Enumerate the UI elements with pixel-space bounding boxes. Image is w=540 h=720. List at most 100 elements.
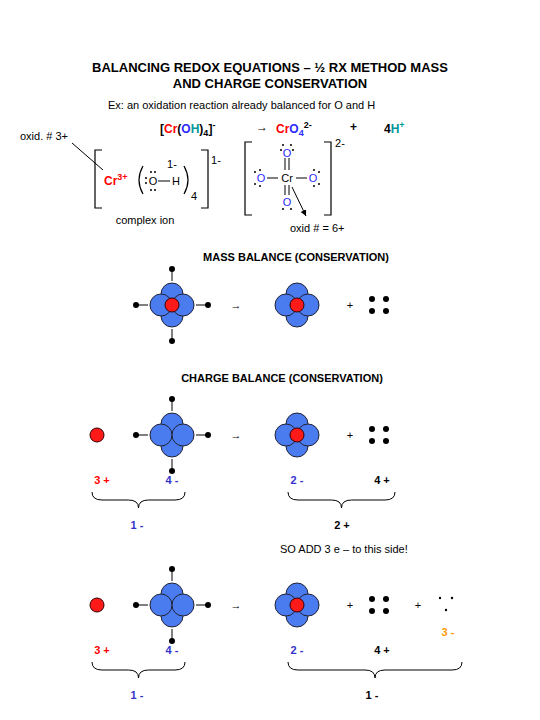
atom-models [90, 266, 462, 678]
formula-part: O [181, 122, 190, 136]
plus-sign: + [350, 120, 357, 134]
charge: 3 + [94, 474, 110, 486]
electron [451, 597, 453, 599]
chromium-atom [90, 428, 104, 442]
oxidation-number: oxid. # 3+ [20, 130, 68, 142]
formula-part: - [212, 120, 215, 130]
atom-symbol: O [283, 147, 292, 159]
formula-part: [ [160, 122, 164, 136]
hydrogen-ion [383, 596, 389, 602]
hydrogen-ion [383, 308, 389, 314]
atom-symbol: O [283, 196, 292, 208]
product-formula: 4H+ [384, 120, 405, 136]
atom-symbol: O [257, 172, 266, 184]
hydrogen-atom [205, 602, 211, 608]
charge: 2 - [291, 474, 304, 486]
oxygen-atom [150, 594, 172, 616]
hydrogen-ion [383, 296, 389, 302]
formula-part: Cr [164, 122, 177, 136]
hydrogen-ion [369, 308, 375, 314]
hydrogen-ion [369, 296, 375, 302]
brace [288, 492, 395, 508]
brace [92, 492, 185, 508]
chromium-atom [165, 298, 179, 312]
charge: 1- [167, 158, 177, 170]
atom-symbol: O [309, 172, 318, 184]
hydrogen-atom [133, 302, 139, 308]
chromium-ion: Cr3+ [104, 172, 128, 188]
arrow-symbol: → [231, 299, 242, 311]
formula-part: 3+ [117, 172, 127, 182]
formula-part: H [191, 122, 200, 136]
bracket [95, 150, 102, 208]
charge: 4 + [374, 474, 390, 486]
example-note: Ex: an oxidation reaction already balanc… [108, 99, 375, 111]
parenthesis [184, 166, 188, 194]
charge: 4 + [374, 644, 390, 656]
arrow-symbol: → [231, 429, 242, 441]
reaction-arrow: → [256, 120, 268, 134]
parenthesis [139, 166, 143, 194]
formula-part: → [256, 120, 268, 134]
oxygen-atom [172, 594, 194, 616]
oxygen-atom [150, 424, 172, 446]
bracket [245, 142, 252, 215]
hydrogen-atom [169, 396, 175, 402]
product-formula: CrO42- [276, 120, 312, 139]
caption-text: complex ion [116, 214, 175, 226]
hydrogen-atom [169, 266, 175, 272]
formula-part: ] [208, 122, 212, 136]
oxygen-atom [172, 424, 194, 446]
formula-part: 2- [304, 120, 312, 130]
plus-sign: + [347, 599, 353, 611]
arrow-symbol: → [231, 599, 242, 611]
chromium-atom [90, 598, 104, 612]
hydrogen-atom [169, 338, 175, 344]
atom-symbol: H [172, 175, 180, 187]
hydrogen-atom [133, 432, 139, 438]
charge: 2- [335, 137, 345, 149]
plus-sign: + [347, 299, 353, 311]
charge: 4 - [166, 474, 179, 486]
hydrogen-ion [383, 426, 389, 432]
chromium-atom [290, 428, 304, 442]
hydrogen-ion [383, 438, 389, 444]
formula-part: 4 [203, 128, 208, 138]
charge-total: 1 - [131, 519, 144, 531]
formula-part: O [289, 122, 298, 136]
charge-total: 1 - [131, 689, 144, 701]
formula-part: + [399, 120, 404, 130]
hydrogen-ion [369, 426, 375, 432]
bracket [324, 142, 331, 215]
formula-part: ( [177, 122, 181, 136]
bracket [201, 150, 208, 208]
reactant-formula: [Cr(OH)4]- [160, 120, 215, 139]
formula-part: 4 [384, 122, 391, 136]
chromium-atom [290, 598, 304, 612]
hydrogen-atom [169, 638, 175, 644]
atom-symbol: Cr [281, 172, 293, 184]
hydrogen-atom [205, 432, 211, 438]
oxidation-number: oxid # = 6+ [290, 222, 344, 234]
subscript: 4 [191, 190, 197, 202]
formula-part: Cr [104, 174, 117, 188]
hydrogen-atom [205, 302, 211, 308]
formula-part: H [391, 122, 400, 136]
formula-part: 4 [299, 128, 304, 138]
leader-arrow [292, 187, 306, 216]
formula-part: Cr [276, 122, 289, 136]
leader-line [72, 143, 103, 170]
electron [445, 609, 447, 611]
title: BALANCING REDOX EQUATIONS – ½ RX METHOD … [90, 60, 450, 93]
formula-part: + [350, 120, 357, 134]
hydrogen-atom [169, 468, 175, 474]
charge: 2 - [291, 644, 304, 656]
atom-symbol: O [149, 175, 158, 187]
section-heading: CHARGE BALANCE (CONSERVATION) [181, 372, 383, 384]
charge-total: 1 - [366, 689, 379, 701]
section-heading: MASS BALANCE (CONSERVATION) [203, 251, 389, 263]
formula-part: ) [199, 122, 203, 136]
charge: 4 - [166, 644, 179, 656]
hydrogen-ion [383, 608, 389, 614]
hydrogen-ion [369, 608, 375, 614]
